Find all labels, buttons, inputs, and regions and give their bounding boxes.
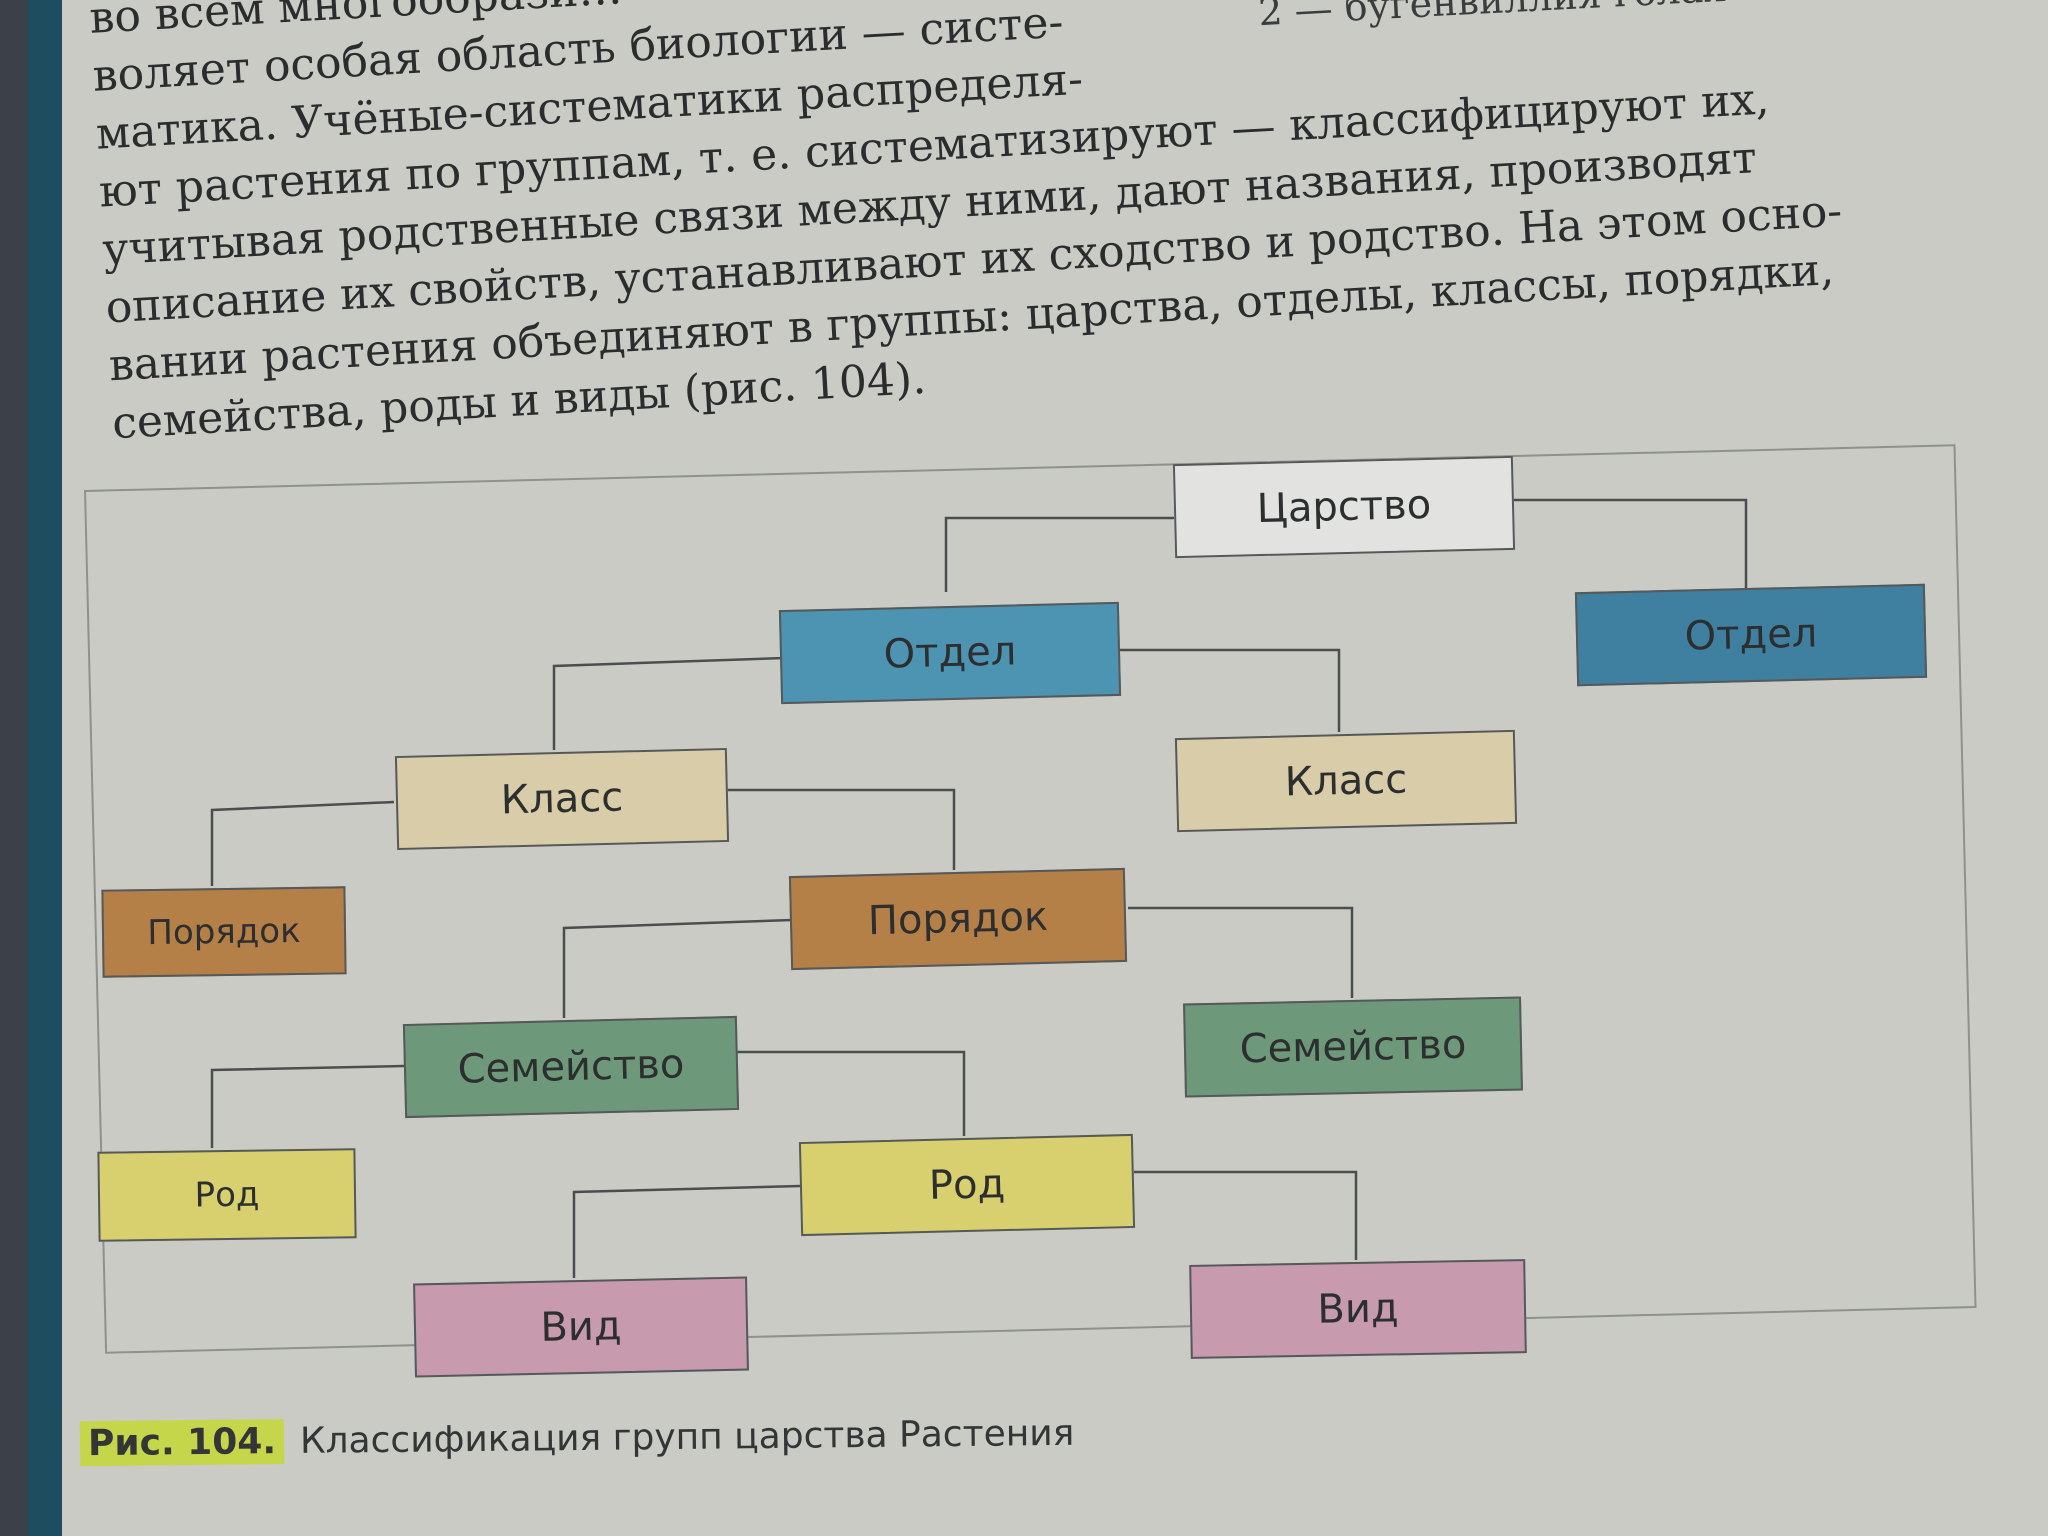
body-text: во всём многообрази… воляет особая облас… [88,0,1971,459]
connector-order-family-2 [1128,906,1354,998]
book-spine [28,0,62,1536]
connector-kingdom-division-1 [944,516,1174,592]
node-species-1: Вид [413,1276,749,1378]
figure-caption-text: Классификация групп царства Растения [299,1412,1075,1462]
node-genus-1: Род [97,1148,357,1242]
connector-class-order-2 [726,788,956,870]
node-class-1: Класс [394,747,730,851]
connector-class-order-1 [210,800,395,886]
node-kingdom: Царство [1172,455,1516,559]
node-genus-2: Род [798,1133,1136,1237]
connector-family-genus-2 [736,1050,966,1136]
node-family-2: Семейство [1183,996,1523,1098]
figure-caption: Рис. 104. Классификация групп царства Рас… [79,1412,1075,1467]
figure-label: Рис. 104. [79,1419,285,1467]
node-class-2: Класс [1174,729,1518,833]
tree-connectors [210,498,1748,1278]
connector-kingdom-division-2 [1510,498,1748,592]
node-order-1: Порядок [101,886,347,978]
classification-tree: Царство Отдел Отдел Класс Класс Порядок … [84,430,1984,1410]
connector-order-family-1 [562,918,793,1018]
node-division-2: Отдел [1574,583,1928,687]
textbook-page: 2 — бугенвиллия голая во всём многообраз… [28,0,2048,1536]
connector-genus-species-1 [572,1184,801,1278]
node-order-2: Порядок [788,867,1128,971]
connector-genus-species-2 [1134,1170,1358,1260]
connector-division-class-2 [1119,648,1341,732]
node-family-1: Семейство [402,1015,740,1119]
connector-division-class-1 [552,656,785,750]
connector-family-genus-1 [210,1064,405,1148]
node-division-1: Отдел [778,601,1122,705]
node-species-2: Вид [1189,1259,1527,1359]
